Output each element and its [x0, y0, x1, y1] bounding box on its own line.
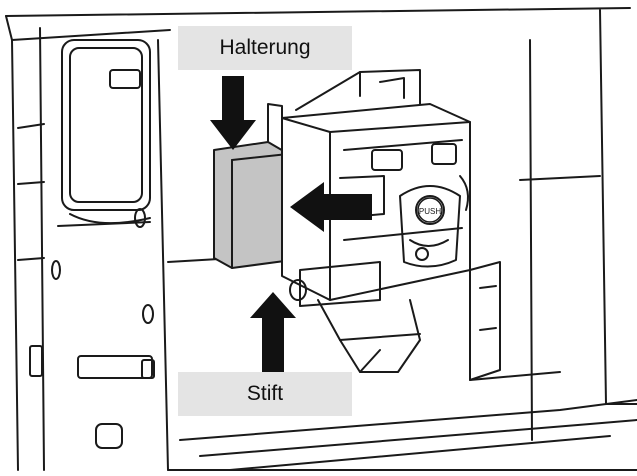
- holder-label: Halterung: [178, 26, 352, 70]
- arrow-down-icon: [210, 76, 256, 150]
- stapler-cartridge: [281, 69, 501, 381]
- machine-housing: [5, 7, 637, 471]
- svg-text:PUSH: PUSH: [419, 207, 441, 216]
- push-button: PUSH: [417, 197, 443, 223]
- left-panel: [17, 39, 155, 449]
- arrow-left-icon: [290, 182, 372, 232]
- pin-label: Stift: [178, 372, 352, 416]
- callout-arrows: [210, 76, 372, 372]
- tray-lines: [167, 255, 637, 471]
- arrow-up-icon: [250, 292, 296, 372]
